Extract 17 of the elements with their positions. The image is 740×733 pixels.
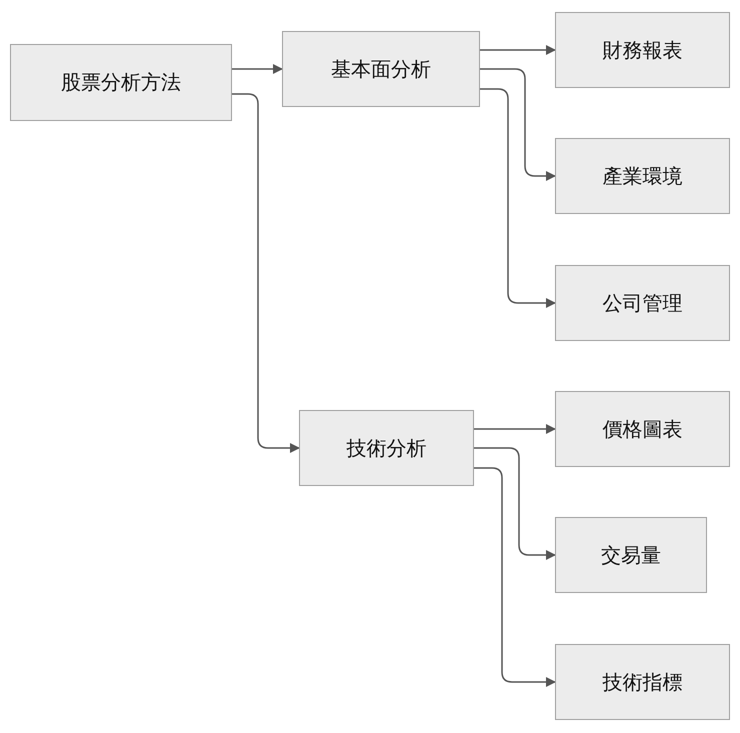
arrow (232, 93, 300, 453)
process-box: 交易量 (555, 517, 707, 593)
arrow (480, 45, 556, 55)
arrow (474, 467, 556, 687)
arrow (232, 64, 283, 74)
process-box: 股票分析方法 (10, 44, 232, 121)
process-box: 價格圖表 (555, 391, 730, 467)
process-box: 財務報表 (555, 12, 730, 88)
process-box: 公司管理 (555, 265, 730, 341)
process-box: 技術分析 (299, 410, 474, 486)
arrow (480, 68, 556, 181)
arrow (480, 88, 556, 308)
process-box: 產業環境 (555, 138, 730, 214)
process-box: 基本面分析 (282, 31, 480, 107)
process-box: 技術指標 (555, 644, 730, 720)
arrow (474, 447, 556, 560)
arrow (474, 424, 556, 434)
